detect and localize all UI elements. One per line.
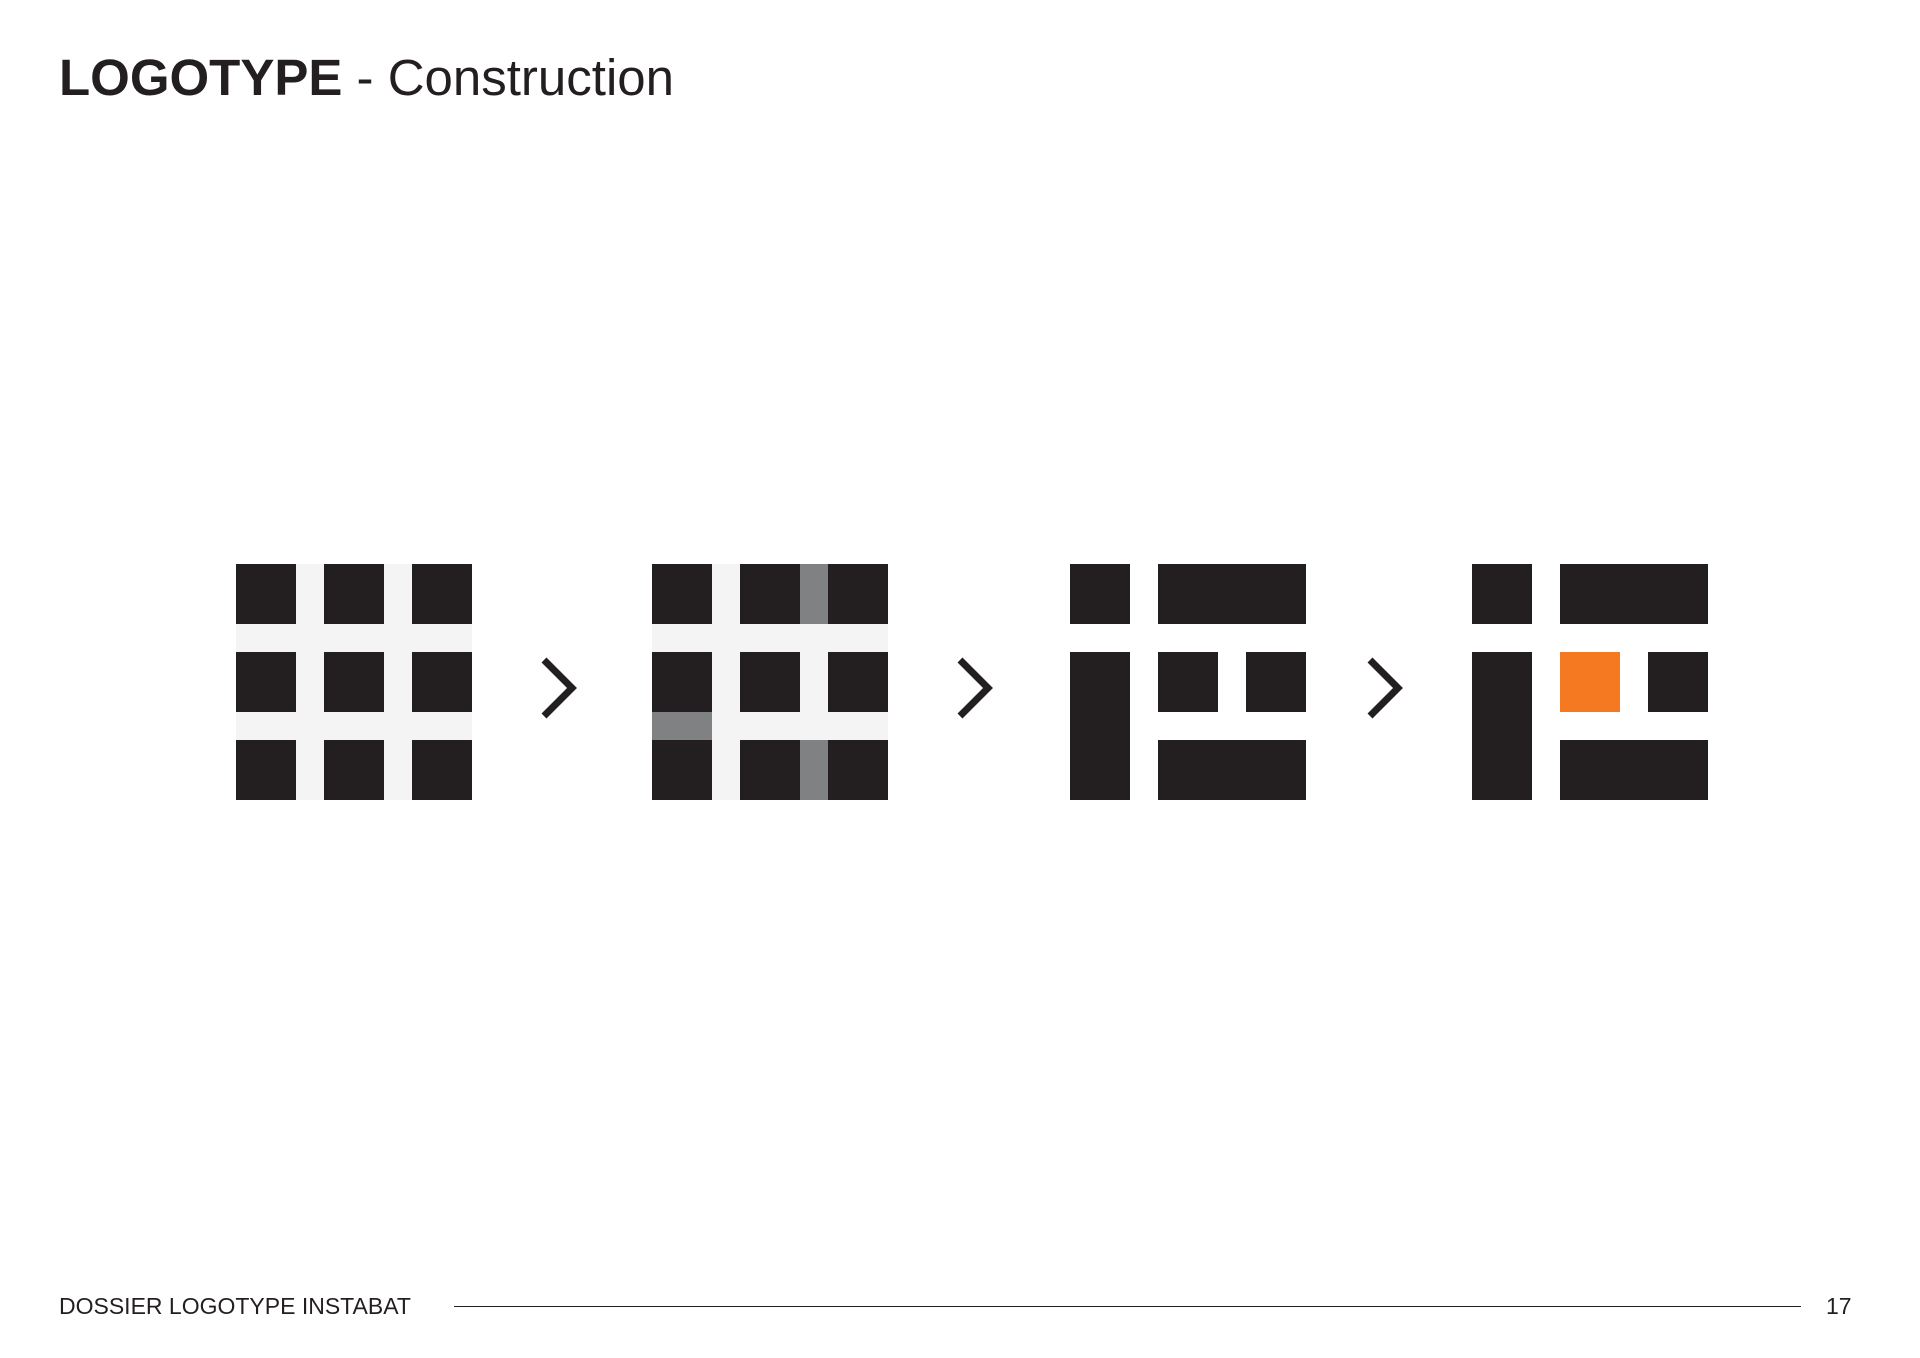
grid-cell <box>828 564 888 624</box>
logo-bottom-bar <box>1560 740 1708 800</box>
grid-cell <box>828 740 888 800</box>
grid-cell <box>652 652 712 712</box>
logo-dot-block <box>1070 564 1130 624</box>
grid-cell <box>412 652 472 712</box>
grid-cell <box>828 652 888 712</box>
merge-gap-highlight <box>652 712 712 740</box>
footer-divider <box>454 1306 1801 1307</box>
grid-cell <box>236 652 296 712</box>
logo-stem-block <box>1472 652 1532 800</box>
grid-merge-highlight-icon <box>652 564 888 800</box>
construction-step-4-final-logo <box>1472 564 1708 800</box>
merge-gap-highlight <box>800 740 828 800</box>
grid-3x3-icon <box>236 564 472 800</box>
chevron-right-icon <box>536 654 584 722</box>
grid-cell <box>652 740 712 800</box>
page-number: 17 <box>1826 1293 1852 1319</box>
merged-blocks-icon <box>1070 564 1306 800</box>
logo-top-bar <box>1158 564 1306 624</box>
chevron-right-icon <box>952 654 1000 722</box>
chevron-right-icon-svg <box>541 657 577 719</box>
page-title: LOGOTYPE - Construction <box>59 48 674 108</box>
grid-cell <box>412 740 472 800</box>
logo-top-bar <box>1560 564 1708 624</box>
logo-accent-square <box>1560 652 1620 712</box>
logo-stem-block <box>1070 652 1130 800</box>
construction-step-1-grid <box>236 564 472 800</box>
chevron-right-icon <box>1362 654 1410 722</box>
logo-dot-block <box>1472 564 1532 624</box>
chevron-right-icon-svg <box>1367 657 1403 719</box>
grid-cell <box>740 564 800 624</box>
logo-center-square <box>1158 652 1218 712</box>
page-title-subtitle: - Construction <box>342 49 674 106</box>
page-title-strong: LOGOTYPE <box>59 49 343 106</box>
grid-cell <box>324 740 384 800</box>
grid-cell <box>740 740 800 800</box>
footer-document-label: DOSSIER LOGOTYPE INSTABAT <box>59 1293 411 1319</box>
merge-gap-highlight <box>800 564 828 624</box>
grid-cell <box>740 652 800 712</box>
construction-step-2-merge-highlight <box>652 564 888 800</box>
logo-right-square <box>1246 652 1306 712</box>
instabat-logo-icon <box>1472 564 1708 800</box>
chevron-right-icon-svg <box>957 657 993 719</box>
grid-cell <box>324 652 384 712</box>
construction-step-3-merged-blocks <box>1070 564 1306 800</box>
grid-cell <box>412 564 472 624</box>
grid-cell <box>236 564 296 624</box>
logo-right-square <box>1648 652 1708 712</box>
grid-cell <box>652 564 712 624</box>
logo-bottom-bar <box>1158 740 1306 800</box>
grid-cell <box>324 564 384 624</box>
grid-cell <box>236 740 296 800</box>
